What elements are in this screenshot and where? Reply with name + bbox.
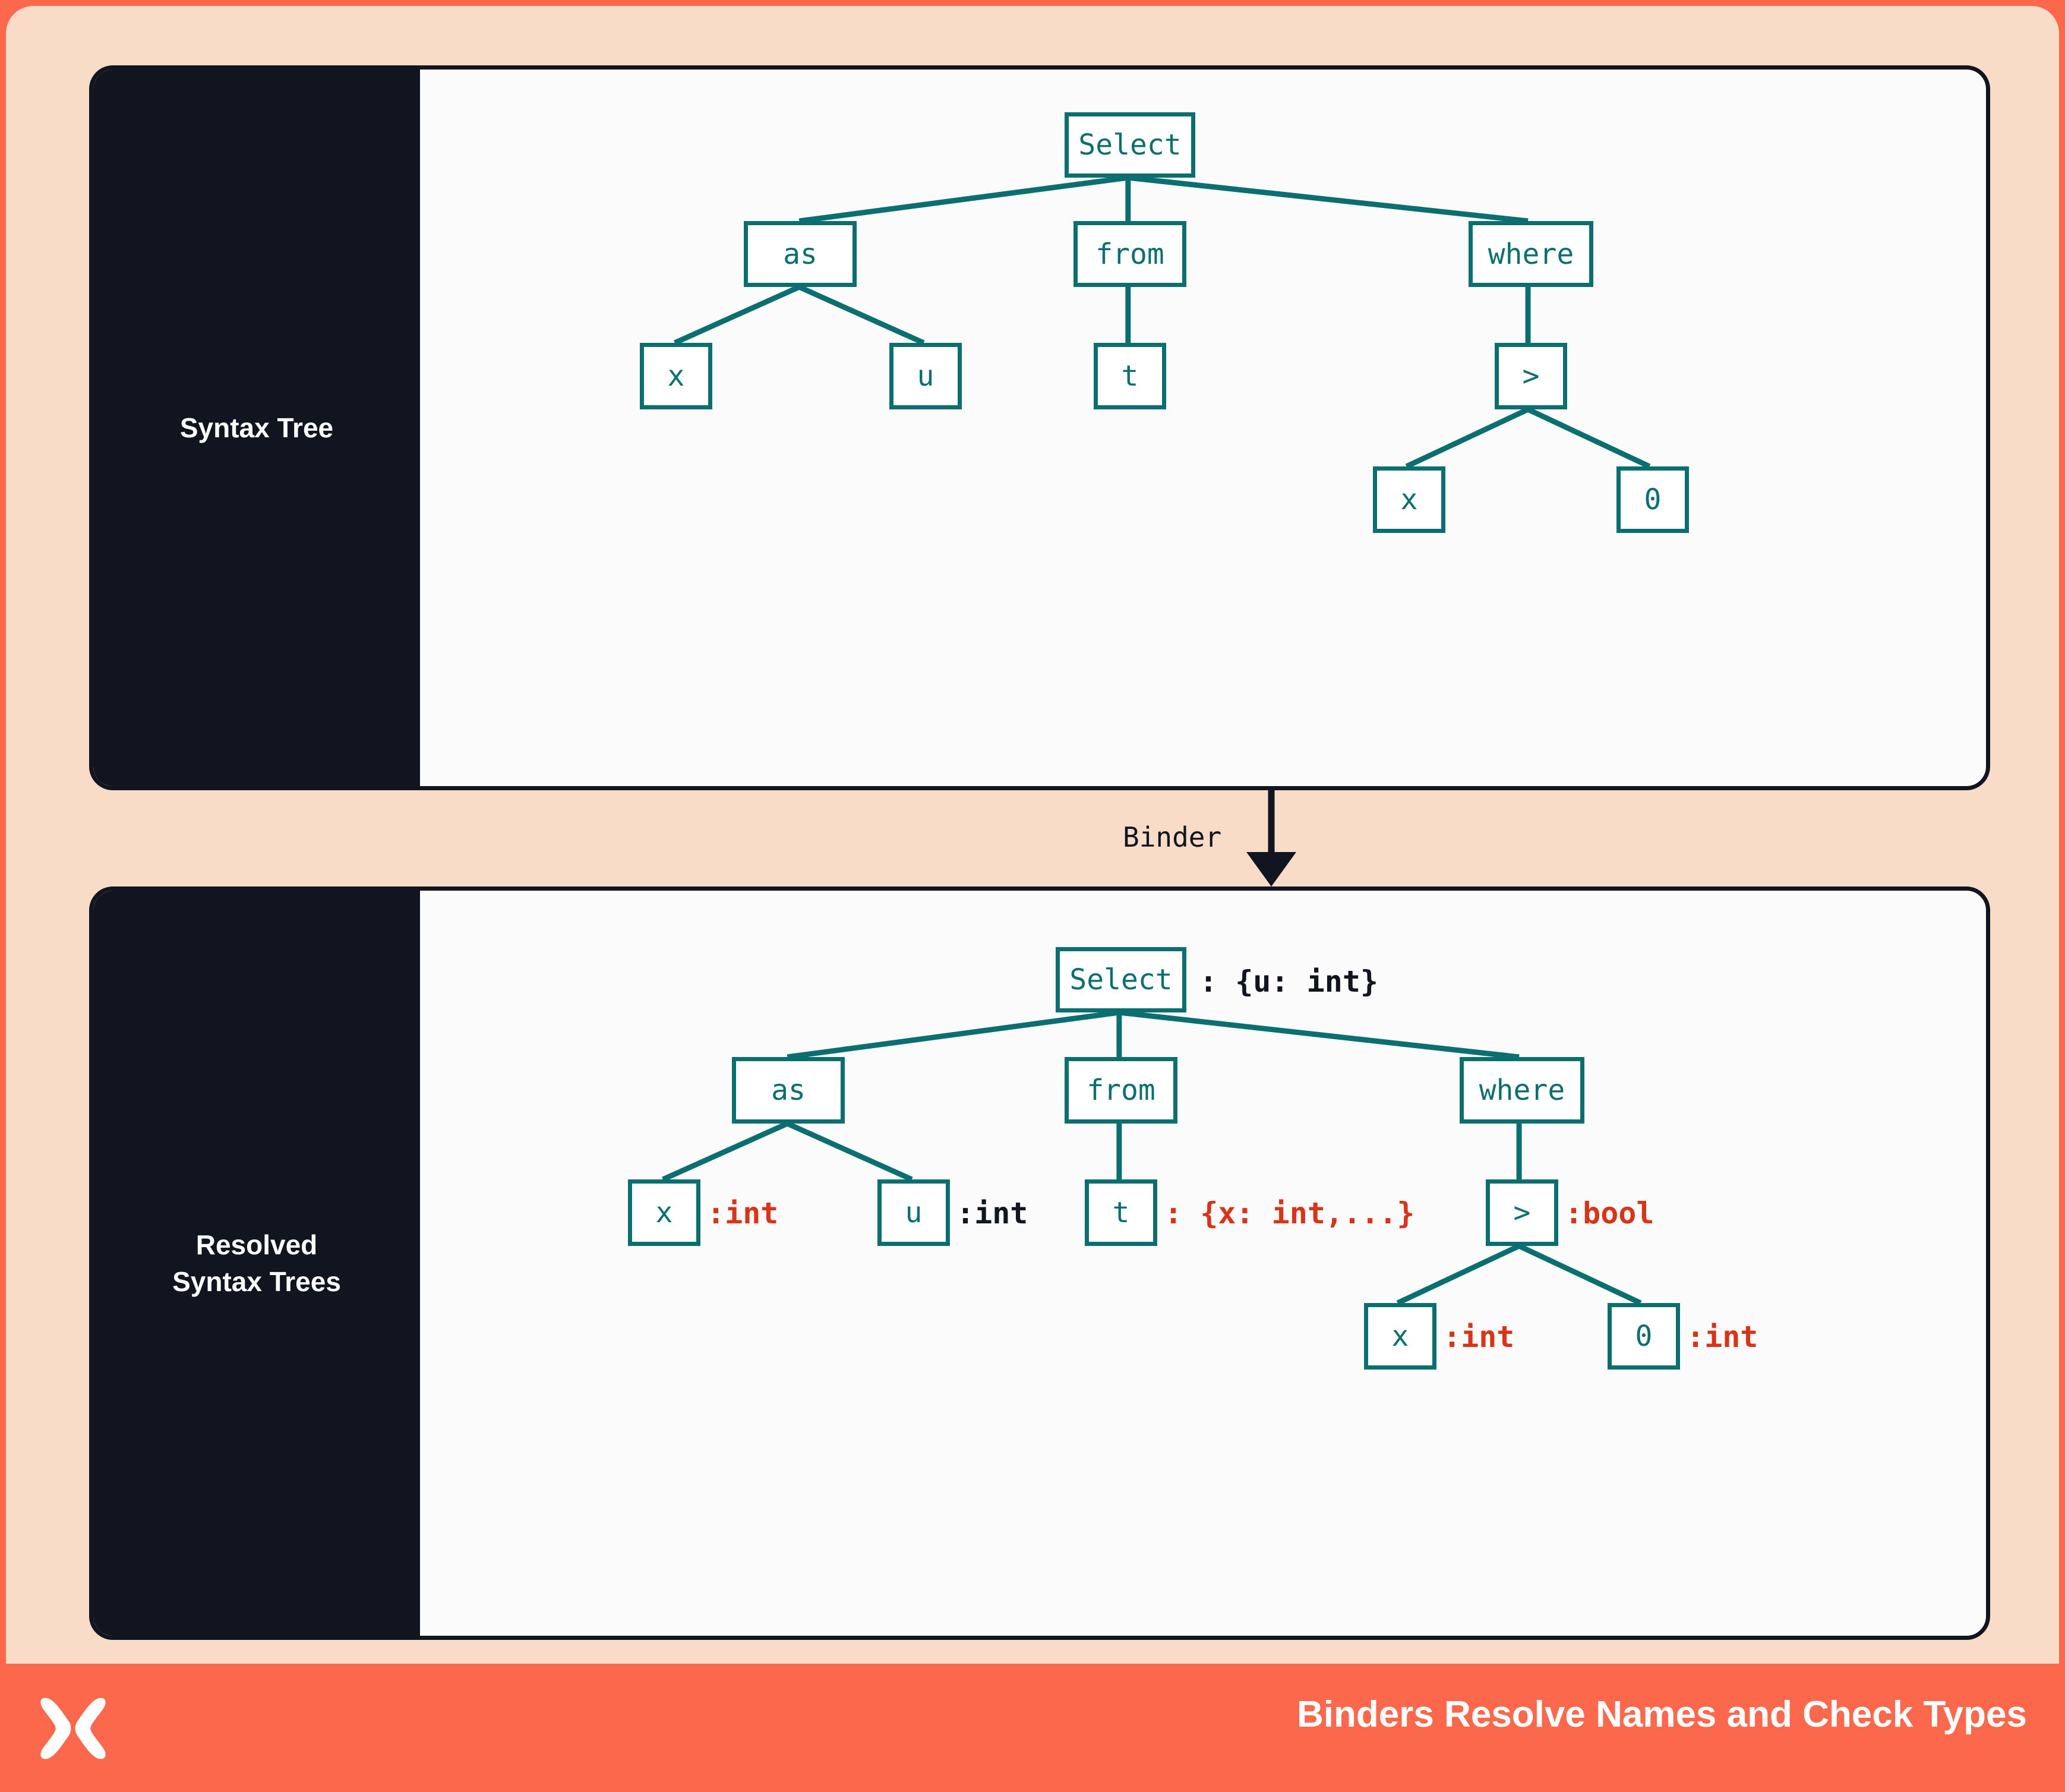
resolved-node-from-t-annotation: : {x: int,...} bbox=[1164, 1196, 1415, 1231]
resolved-node-label: as bbox=[771, 1074, 806, 1107]
resolved-node-select-annotation: : {u: int} bbox=[1199, 964, 1379, 999]
arrow-down-icon bbox=[1246, 790, 1296, 886]
resolved-syntax-tree-edges bbox=[662, 1009, 1642, 1306]
footer-title: Binders Resolve Names and Check Types bbox=[1296, 1694, 2027, 1735]
resolved-syntax-tree-sidebar-label: Resolved Syntax Trees bbox=[172, 1226, 341, 1300]
resolved-node-as-u-annotation: :int bbox=[956, 1196, 1028, 1231]
poster-footer: Binders Resolve Names and Check Types bbox=[0, 1664, 2065, 1792]
tree-node-where: where bbox=[1469, 221, 1593, 287]
tree-node-from: from bbox=[1073, 221, 1186, 287]
resolved-node-greater-than-annotation: :bool bbox=[1565, 1196, 1654, 1231]
resolved-node-label: t bbox=[1112, 1196, 1130, 1229]
tree-node-gt-x: x bbox=[1373, 466, 1445, 533]
tree-node-label: x bbox=[1400, 483, 1418, 516]
resolved-node-gt-x-annotation: :int bbox=[1443, 1320, 1515, 1354]
tree-node-label: x bbox=[667, 359, 685, 393]
resolved-node-gt-zero-annotation: :int bbox=[1687, 1320, 1758, 1354]
resolved-node-as: as bbox=[732, 1057, 845, 1124]
resolved-node-label: from bbox=[1087, 1074, 1155, 1107]
tree-node-label: t bbox=[1121, 359, 1139, 393]
resolved-node-label: u bbox=[905, 1196, 923, 1229]
binder-transition: Binder bbox=[89, 790, 1990, 886]
sidebar-label-line-1: Resolved bbox=[195, 1229, 318, 1260]
resolved-node-label: Select bbox=[1069, 963, 1173, 996]
tree-node-as-x: x bbox=[640, 343, 712, 409]
tree-node-select: Select bbox=[1065, 112, 1195, 178]
tree-node-label: u bbox=[917, 359, 934, 393]
x-logo-icon bbox=[40, 1698, 106, 1759]
resolved-node-where: where bbox=[1460, 1057, 1584, 1124]
tree-node-label: Select bbox=[1078, 128, 1182, 162]
syntax-tree-canvas: Select as from where x u t > bbox=[420, 70, 1986, 786]
resolved-node-as-x-annotation: :int bbox=[707, 1196, 779, 1231]
tree-node-gt-zero: 0 bbox=[1616, 466, 1689, 533]
syntax-tree-panel: Syntax Tree Select a bbox=[89, 65, 1990, 790]
tree-node-label: from bbox=[1095, 237, 1164, 271]
resolved-node-as-x: x bbox=[628, 1179, 700, 1246]
tree-node-from-t: t bbox=[1094, 343, 1166, 409]
tree-node-label: as bbox=[783, 237, 817, 271]
resolved-node-label: x bbox=[1391, 1320, 1409, 1353]
resolved-node-label: x bbox=[655, 1196, 673, 1229]
tree-node-greater-than: > bbox=[1495, 343, 1567, 409]
tree-node-as: as bbox=[744, 221, 857, 287]
tree-node-label: 0 bbox=[1644, 483, 1662, 516]
sidebar-label-line-2: Syntax Trees bbox=[172, 1266, 341, 1297]
resolved-node-label: > bbox=[1513, 1196, 1531, 1229]
resolved-node-as-u: u bbox=[877, 1179, 950, 1246]
resolved-syntax-tree-sidebar: Resolved Syntax Trees bbox=[93, 891, 420, 1636]
resolved-node-gt-x: x bbox=[1364, 1303, 1436, 1370]
resolved-syntax-tree-panel: Resolved Syntax Trees bbox=[89, 886, 1990, 1640]
resolved-node-greater-than: > bbox=[1486, 1179, 1558, 1246]
tree-node-label: where bbox=[1488, 237, 1574, 271]
binder-label: Binder bbox=[1123, 821, 1222, 853]
resolved-node-from: from bbox=[1065, 1057, 1177, 1124]
syntax-tree-edges bbox=[674, 175, 1651, 469]
syntax-tree-sidebar-label: Syntax Tree bbox=[179, 412, 334, 443]
resolved-node-from-t: t bbox=[1085, 1179, 1157, 1246]
resolved-node-label: where bbox=[1479, 1074, 1565, 1107]
resolved-node-gt-zero: 0 bbox=[1608, 1303, 1680, 1370]
syntax-tree-sidebar: Syntax Tree bbox=[93, 70, 420, 786]
tree-node-as-u: u bbox=[889, 343, 962, 409]
resolved-syntax-tree-canvas: Select : {u: int} as from where x :int u… bbox=[420, 891, 1986, 1636]
resolved-node-label: 0 bbox=[1635, 1320, 1653, 1353]
tree-node-label: > bbox=[1522, 359, 1540, 393]
resolved-node-select: Select bbox=[1056, 947, 1186, 1012]
